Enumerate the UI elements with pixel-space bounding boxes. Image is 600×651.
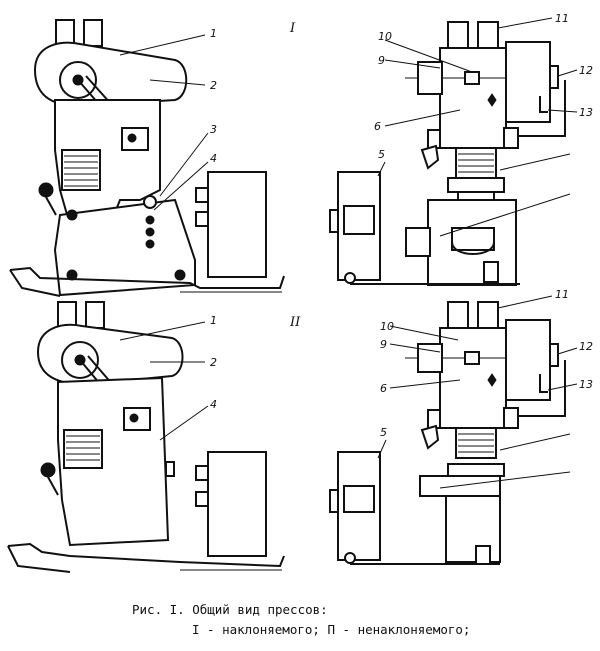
- callout-10-upper-front: 12: [579, 64, 593, 77]
- caption-line-1: Рис. I. Общий вид прессов:: [132, 602, 328, 617]
- view-mark-lower: II: [289, 315, 301, 330]
- callout-8-upper-front: 10: [378, 30, 392, 43]
- callout-1-upper-side: 1: [210, 27, 217, 40]
- callout-5-lower-front: 5: [380, 426, 387, 439]
- callout-4-lower-side: 4: [210, 398, 217, 411]
- callout-6-upper-front: 6: [374, 120, 381, 133]
- callout-6-lower-front: 6: [380, 382, 387, 395]
- callout-10-lower-front: 12: [579, 340, 593, 353]
- figure-caption: Рис. I. Общий вид прессов: I - наклоняем…: [132, 600, 592, 640]
- lower-side-view: 1 2 4 II: [7, 301, 301, 573]
- upper-side-view: 1 2 3 4 I: [9, 19, 296, 297]
- callout-4-upper-side: 4: [210, 152, 217, 165]
- callout-11-lower-front: 13: [579, 378, 593, 391]
- lower-front-view: 10 9 11 12 13 6 5: [329, 288, 593, 565]
- callout-7-upper-front: 9: [378, 54, 385, 67]
- callout-7-lower-front: 9: [380, 338, 387, 351]
- caption-line-2: I - наклоняемого; П - ненаклоняемого;: [192, 622, 471, 637]
- upper-front-view: 9 10 11 12 13 6 5: [329, 12, 593, 286]
- callout-9-upper-front: 11: [555, 12, 569, 25]
- callout-8-lower-front: 10: [380, 320, 394, 333]
- callout-2-upper-side: 2: [210, 79, 217, 92]
- press-drawing-figure: 1 2 3 4 I: [7, 12, 593, 573]
- callout-2-lower-side: 2: [210, 356, 217, 369]
- view-mark-upper: I: [289, 21, 296, 36]
- callout-9-lower-front: 11: [555, 288, 569, 301]
- callout-1-lower-side: 1: [210, 314, 217, 327]
- callout-5-upper-front: 5: [378, 148, 385, 161]
- callout-3-upper-side: 3: [210, 123, 217, 136]
- callout-11-upper-front: 13: [579, 106, 593, 119]
